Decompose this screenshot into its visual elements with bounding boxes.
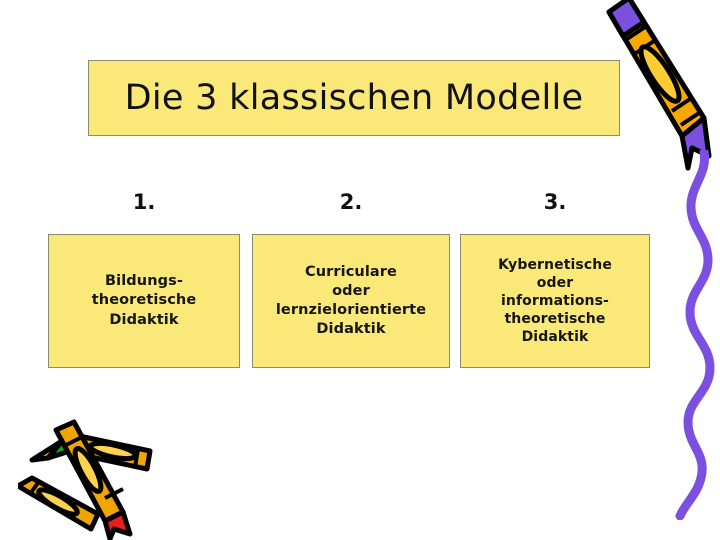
model-number-3: 3. xyxy=(543,190,567,214)
slide-title-box: Die 3 klassischen Modelle xyxy=(88,60,620,136)
purple-wavy-line-icon xyxy=(660,147,720,521)
model-number-1: 1. xyxy=(132,190,156,214)
model-number-2: 2. xyxy=(339,190,363,214)
page-title: Die 3 klassischen Modelle xyxy=(124,77,584,118)
crossed-crayons-icon xyxy=(15,408,183,540)
